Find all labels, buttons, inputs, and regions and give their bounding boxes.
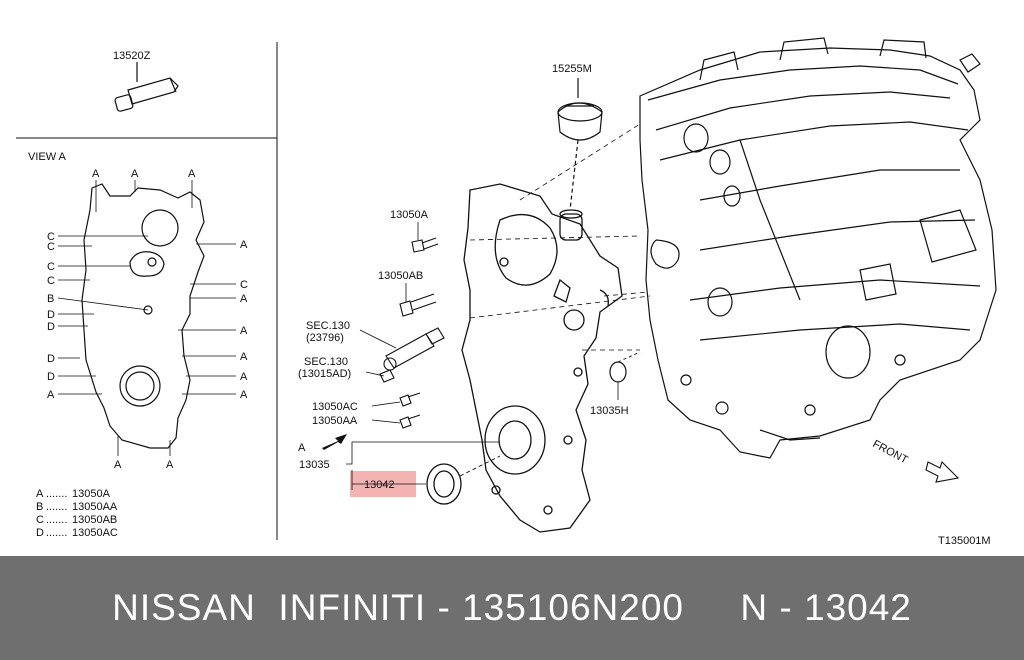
solenoid-valve-icon xyxy=(379,327,445,383)
legend-dots: ....... xyxy=(46,501,67,513)
label-sec130-a: SEC.130 xyxy=(306,320,350,332)
label-front-oil-seal: 13042 xyxy=(364,479,395,491)
legend-part: 13050AC xyxy=(72,527,118,539)
view-letter: A xyxy=(47,389,55,401)
view-letter: D xyxy=(47,371,55,383)
oil-filler-cap-icon xyxy=(557,78,603,211)
view-letter: D xyxy=(47,309,55,321)
label-bolt-ac: 13050AC xyxy=(312,401,358,413)
parts-diagram: 13520Z VIEW A A A xyxy=(16,37,997,547)
view-letter: A xyxy=(240,325,248,337)
view-letter: A xyxy=(114,459,122,471)
view-letter: C xyxy=(240,279,248,291)
view-title: VIEW A xyxy=(28,151,67,163)
sealant-tube-icon xyxy=(114,62,179,112)
view-letter: A xyxy=(92,168,100,180)
label-bolt-a: 13050A xyxy=(390,209,429,221)
view-a-letters-right: A C A A A A A xyxy=(240,239,248,401)
label-bolt-aa: 13050AA xyxy=(312,415,358,427)
diagram-id: T135001M xyxy=(938,535,991,547)
view-letter: A xyxy=(166,459,174,471)
legend-key: D xyxy=(36,527,44,539)
label-sec130-b: SEC.130 xyxy=(304,356,348,368)
footer-banner: NISSAN INFINITI - 135106N200 N - 13042 xyxy=(0,556,1024,660)
label-view-arrow: A xyxy=(298,442,306,454)
o-ring-icon xyxy=(609,351,641,400)
view-a-letters-bottom: A A xyxy=(114,459,174,471)
view-letter: A xyxy=(240,239,248,251)
view-letter: C xyxy=(47,241,55,253)
front-direction-icon xyxy=(925,460,960,483)
alignment-lines xyxy=(469,123,651,351)
view-letter: C xyxy=(47,275,55,287)
legend-part: 13050AB xyxy=(72,514,117,526)
engine-block-icon xyxy=(639,37,997,459)
bolt-icon xyxy=(399,414,421,429)
front-oil-seal-icon xyxy=(426,455,501,505)
legend-key: C xyxy=(36,514,44,526)
bolt-icon xyxy=(399,293,437,317)
view-letter: D xyxy=(47,321,55,333)
legend-dots: ....... xyxy=(46,488,67,500)
label-front: FRONT xyxy=(871,438,910,467)
view-letter: A xyxy=(131,168,139,180)
footer-title: NISSAN INFINITI - 135106N200 N - 13042 xyxy=(112,587,912,628)
label-oil-filler-cap: 15255M xyxy=(552,63,592,75)
view-letter: A xyxy=(240,351,248,363)
view-a-letters-top: A A A xyxy=(92,168,196,180)
view-letter: A xyxy=(240,293,248,305)
legend-dots: ....... xyxy=(46,527,67,539)
legend-part: 13050AA xyxy=(72,501,118,513)
label-sec130-b-ref: (13015AD) xyxy=(298,368,351,380)
bolt-icon xyxy=(399,392,421,407)
view-letter: A xyxy=(240,389,248,401)
view-letter: C xyxy=(47,231,55,243)
label-sealant: 13520Z xyxy=(113,50,151,62)
bolt-icon xyxy=(411,237,439,253)
view-a-leaders xyxy=(57,180,236,456)
view-letter: A xyxy=(240,371,248,383)
view-arrow-icon xyxy=(322,434,347,450)
view-a-legend: A ....... 13050A B ....... 13050AA C ...… xyxy=(36,488,118,539)
legend-dots: ....... xyxy=(46,514,67,526)
legend-key: A xyxy=(36,488,44,500)
view-a-letters-left: C C C B D D D D A xyxy=(47,231,55,401)
view-letter: B xyxy=(47,293,54,305)
label-bolt-ab: 13050AB xyxy=(378,270,423,282)
label-sec130-a-ref: (23796) xyxy=(306,332,344,344)
legend-part: 13050A xyxy=(72,488,111,500)
view-letter: D xyxy=(47,353,55,365)
front-cover-outline-view-a xyxy=(81,183,205,449)
view-letter: C xyxy=(47,261,55,273)
label-o-ring: 13035H xyxy=(590,405,629,417)
label-front-cover: 13035 xyxy=(299,459,330,471)
view-letter: A xyxy=(188,168,196,180)
legend-key: B xyxy=(36,501,43,513)
front-cover-icon xyxy=(461,183,623,533)
